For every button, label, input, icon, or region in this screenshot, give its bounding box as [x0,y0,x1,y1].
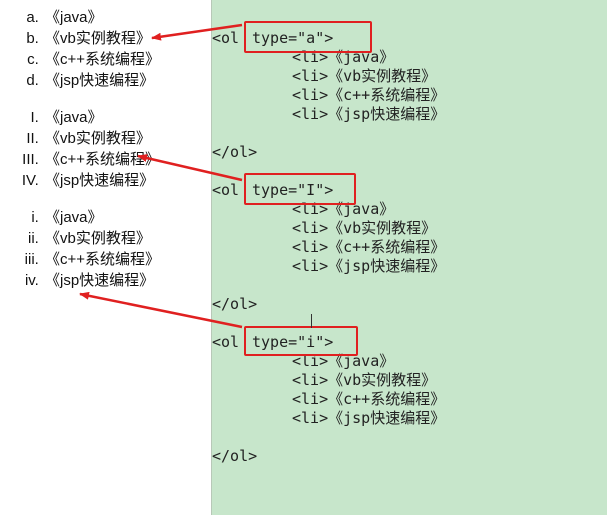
code-line-li: <li>《vb实例教程》 [292,371,437,389]
list-item: 《jsp快速编程》 [43,70,160,91]
code-ol-close-tag: </ol> [212,295,258,313]
list-item: 《vb实例教程》 [43,228,160,249]
code-line-li: <li>《c++系统编程》 [292,390,446,408]
list-item: 《java》 [43,207,160,228]
highlight-box-type-a [244,21,372,53]
rendered-list-lower-alpha: 《java》 《vb实例教程》 《c++系统编程》 《jsp快速编程》 [0,7,160,91]
highlight-box-type-I [244,173,356,205]
code-ol-open-tag: <ol [212,29,249,47]
highlight-box-type-i [244,326,358,356]
list-item: 《c++系统编程》 [43,149,160,170]
rendered-list-upper-roman: 《java》 《vb实例教程》 《c++系统编程》 《jsp快速编程》 [0,107,160,191]
code-line-li: <li>《jsp快速编程》 [292,257,446,275]
text-cursor [311,314,312,328]
code-ol-open-tag: <ol [212,333,249,351]
code-ol-close-tag: </ol> [212,143,258,161]
code-line-li: <li>《c++系统编程》 [292,86,446,104]
list-item: 《vb实例教程》 [43,128,160,149]
list-item: 《java》 [43,7,160,28]
code-line-li: <li>《jsp快速编程》 [292,105,446,123]
code-line-li: <li>《c++系统编程》 [292,238,446,256]
code-ol-open-tag: <ol [212,181,249,199]
code-line-li: <li>《vb实例教程》 [292,219,437,237]
code-line-li: <li>《jsp快速编程》 [292,409,446,427]
list-item: 《c++系统编程》 [43,249,160,270]
code-line-li: <li>《vb实例教程》 [292,67,437,85]
code-ol-close-tag: </ol> [212,447,258,465]
list-item: 《jsp快速编程》 [43,170,160,191]
code-line-li: <li>《java》 [292,352,395,370]
list-item: 《vb实例教程》 [43,28,160,49]
rendered-preview-pane: 《java》 《vb实例教程》 《c++系统编程》 《jsp快速编程》 《jav… [0,0,211,515]
code-editor-pane[interactable] [211,0,607,515]
arrow-to-list-I [137,154,243,182]
list-item: 《jsp快速编程》 [43,270,160,291]
arrow-to-list-i [79,291,243,329]
arrow-to-list-a [151,23,243,41]
list-item: 《c++系统编程》 [43,49,160,70]
code-type-attr-a: type="a"> [252,29,334,47]
list-item: 《java》 [43,107,160,128]
code-type-attr-I: type="I"> [252,181,334,199]
code-type-attr-i: type="i"> [252,333,334,351]
rendered-list-lower-roman: 《java》 《vb实例教程》 《c++系统编程》 《jsp快速编程》 [0,207,160,291]
